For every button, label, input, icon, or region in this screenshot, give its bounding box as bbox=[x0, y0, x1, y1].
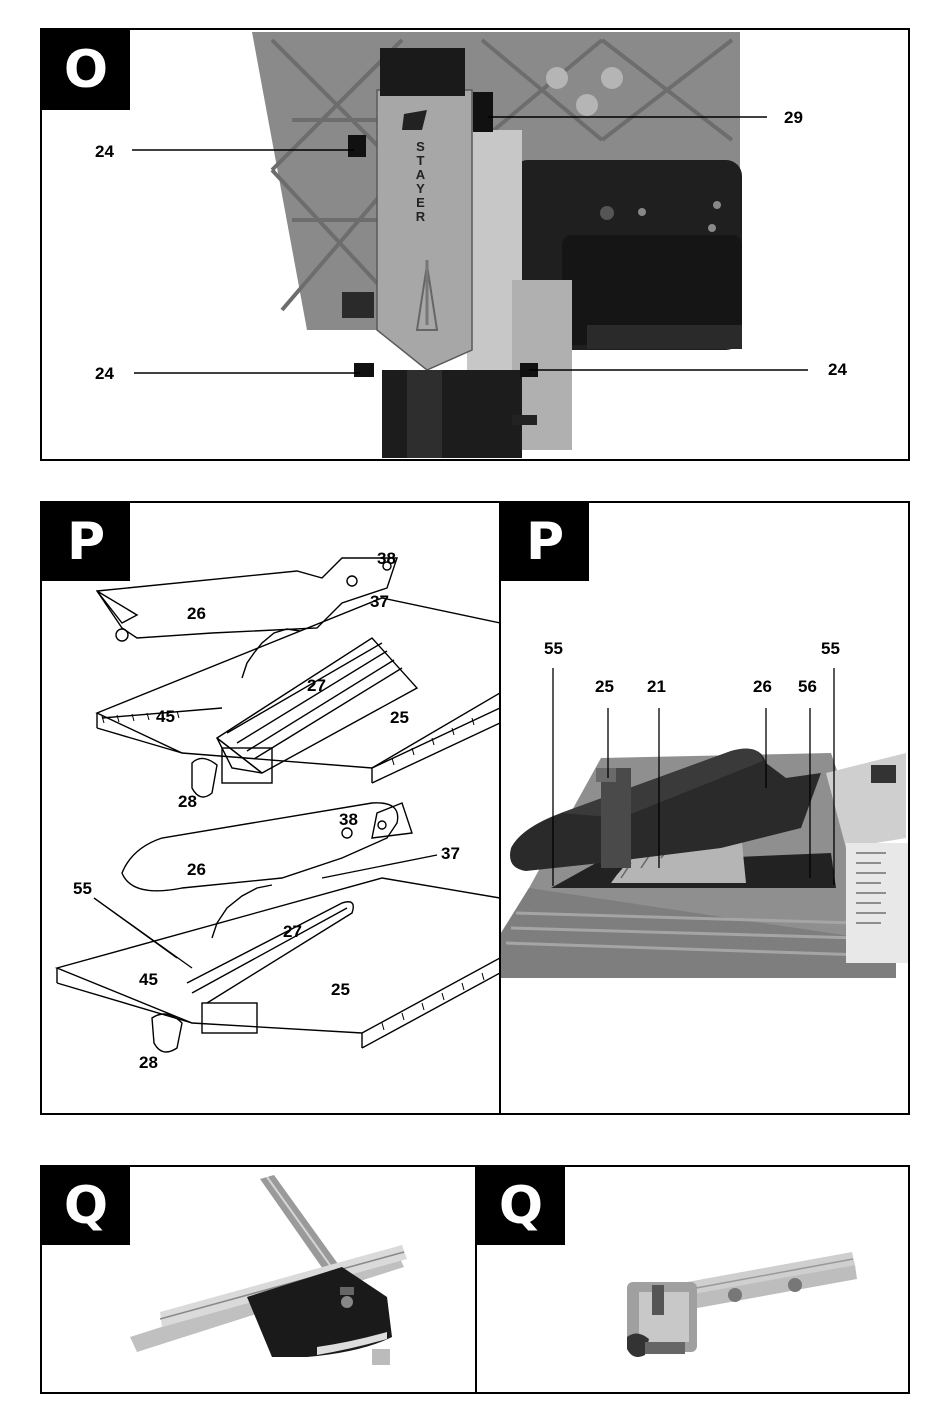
panel-tag: P bbox=[501, 503, 589, 581]
callout-25: 25 bbox=[390, 708, 409, 728]
saw-table-photo bbox=[501, 503, 908, 1113]
panel-tag: P bbox=[42, 503, 130, 581]
panel-tag: Q bbox=[477, 1167, 565, 1245]
callout-55: 55 bbox=[821, 639, 840, 659]
panel-tag: Q bbox=[42, 1167, 130, 1245]
callout-28: 28 bbox=[139, 1053, 158, 1073]
callout-38: 38 bbox=[339, 810, 358, 830]
callout-25: 25 bbox=[331, 980, 350, 1000]
callout-21: 21 bbox=[647, 677, 666, 697]
callout-24: 24 bbox=[95, 142, 114, 162]
callout-26: 26 bbox=[187, 860, 206, 880]
callout-45: 45 bbox=[156, 707, 175, 727]
callout-29: 29 bbox=[784, 108, 803, 128]
callout-28: 28 bbox=[178, 792, 197, 812]
saw-top-photo bbox=[42, 30, 907, 458]
callout-56: 56 bbox=[798, 677, 817, 697]
callout-45: 45 bbox=[139, 970, 158, 990]
figure-panel-o: STAYER O 24 29 24 24 bbox=[40, 28, 910, 461]
callout-26: 26 bbox=[187, 604, 206, 624]
callout-37: 37 bbox=[370, 592, 389, 612]
callout-55: 55 bbox=[544, 639, 563, 659]
callout-37: 37 bbox=[441, 844, 460, 864]
callout-24: 24 bbox=[828, 360, 847, 380]
figure-panel-q-mitre: Q bbox=[40, 1165, 478, 1394]
callout-55: 55 bbox=[73, 879, 92, 899]
figure-panel-p-photo: P 55 55 25 21 26 56 bbox=[499, 501, 910, 1115]
panel-tag: O bbox=[42, 30, 130, 110]
callout-24: 24 bbox=[95, 364, 114, 384]
callout-27: 27 bbox=[307, 676, 326, 696]
saw-table-drawing bbox=[42, 503, 500, 1113]
figure-panel-q-fence: Q bbox=[475, 1165, 910, 1394]
callout-38: 38 bbox=[377, 549, 396, 569]
callout-25: 25 bbox=[595, 677, 614, 697]
callout-26: 26 bbox=[753, 677, 772, 697]
figure-panel-p-drawing: P 38 37 26 27 45 25 28 38 37 26 55 27 45… bbox=[40, 501, 502, 1115]
brand-text: STAYER bbox=[414, 140, 428, 224]
callout-27: 27 bbox=[283, 922, 302, 942]
